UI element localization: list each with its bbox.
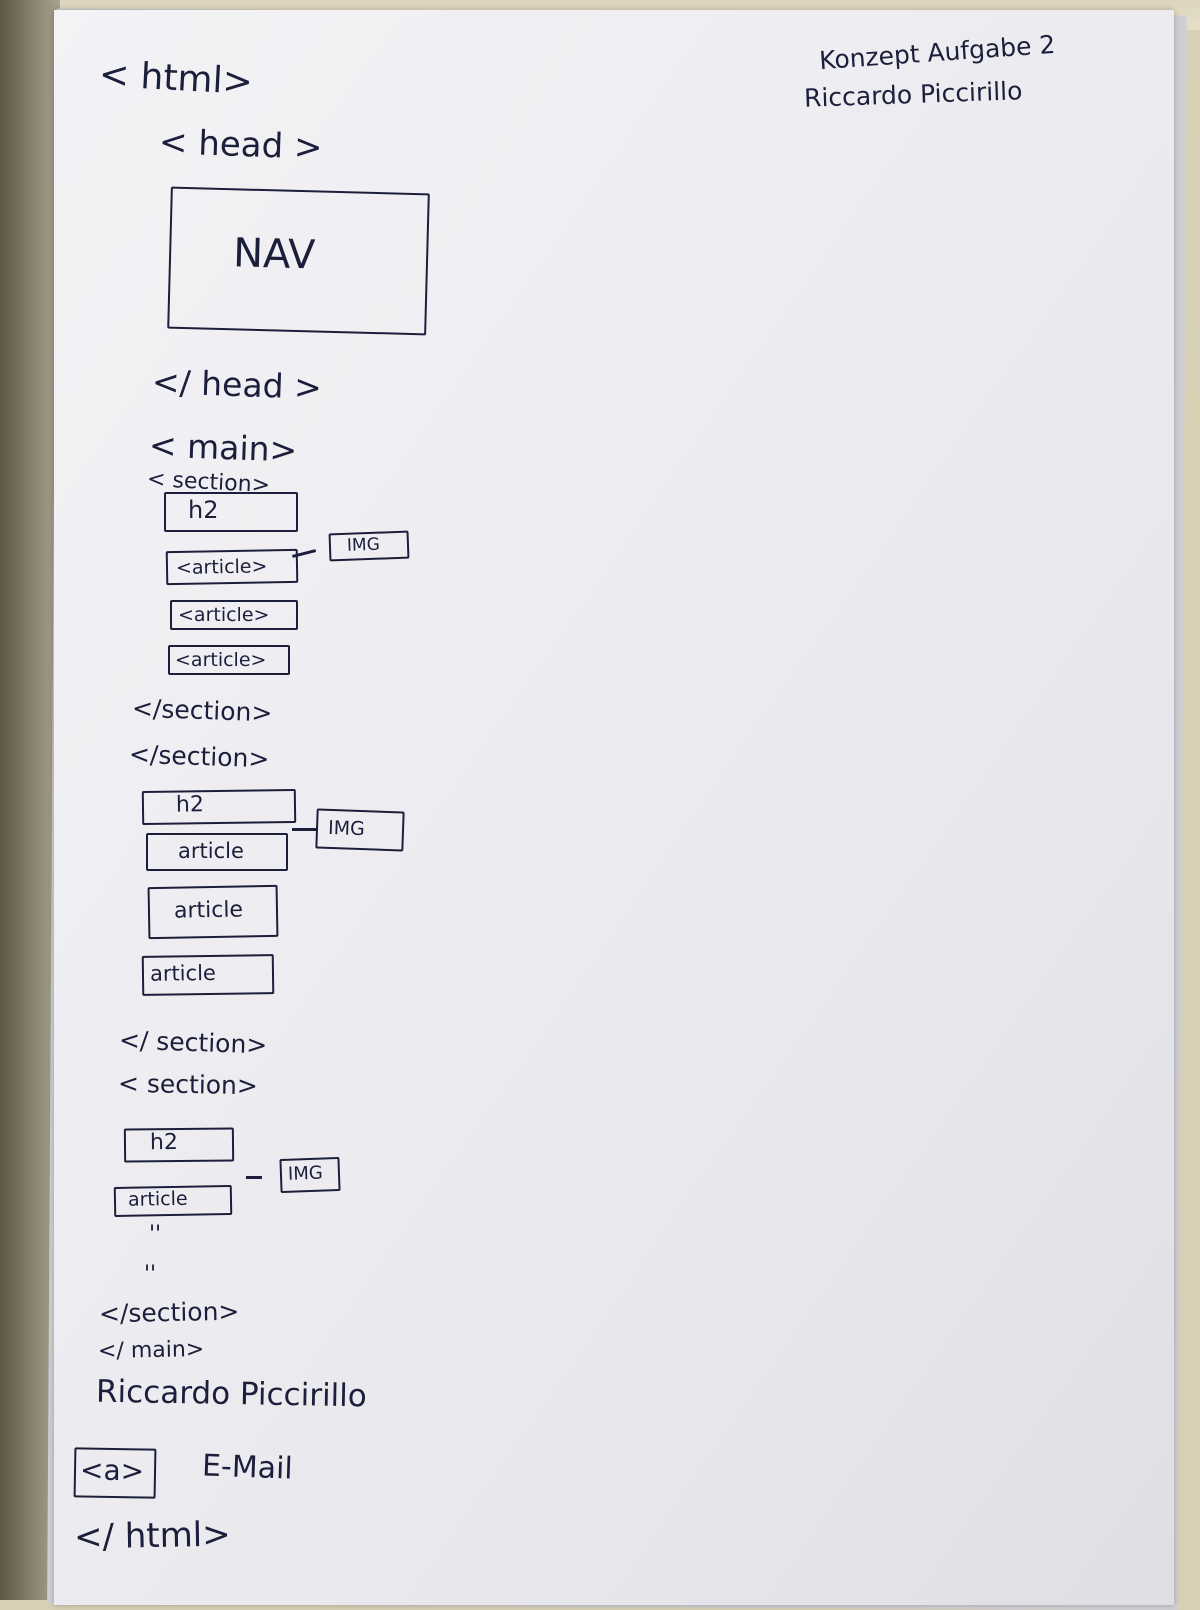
section1-img-box: IMG <box>328 530 410 562</box>
main-close-tag: </ main> <box>97 1337 205 1364</box>
section1-article2-box: <article> <box>170 600 298 630</box>
section1-article2-label: <article> <box>178 604 270 626</box>
section1-article1-box: <article> <box>165 548 299 586</box>
html-open-tag: < html> <box>98 54 254 103</box>
section2-h2-box: h2 <box>141 788 297 826</box>
paper-sheet: Konzept Aufgabe 2 Riccardo Piccirillo < … <box>54 10 1174 1605</box>
anchor-email-label: E-Mail <box>201 1448 294 1487</box>
section3-h2-label: h2 <box>149 1130 179 1156</box>
section2-article1-label: article <box>178 839 244 863</box>
section3-open-tag: < section> <box>117 1068 259 1101</box>
footer-name: Riccardo Piccirillo <box>95 1373 368 1415</box>
section3-connector <box>246 1176 262 1179</box>
nav-label: NAV <box>232 230 316 279</box>
anchor-tag-label: <a> <box>79 1453 145 1488</box>
section2-article2-box: article <box>147 884 279 940</box>
section1-article3-label: <article> <box>175 649 267 671</box>
section2-article3-label: article <box>149 960 217 986</box>
section2-article2-label: article <box>173 897 244 924</box>
section3-article-box: article <box>113 1184 233 1218</box>
section2-article1-box: article <box>146 833 288 871</box>
header-title: Konzept Aufgabe 2 <box>818 29 1057 76</box>
section3-article-label: article <box>127 1187 188 1211</box>
main-open-tag: < main> <box>148 425 298 470</box>
nav-box: NAV <box>167 186 430 336</box>
ditto-mark-1: '' <box>149 1222 162 1247</box>
section2-img-label: IMG <box>327 816 366 841</box>
ditto-mark-2: '' <box>144 1262 157 1287</box>
section2-img-box: IMG <box>315 808 405 852</box>
section3-h2-box: h2 <box>123 1127 235 1163</box>
section1-h2-label: h2 <box>188 496 219 524</box>
section2-article3-box: article <box>141 954 275 996</box>
section1-article1-label: <article> <box>175 555 268 579</box>
header-author: Riccardo Piccirillo <box>803 76 1023 113</box>
section3-close-tag: </section> <box>98 1296 240 1329</box>
section3-img-box: IMG <box>279 1156 341 1194</box>
head-open-tag: < head > <box>158 122 324 168</box>
section2-connector <box>292 828 316 831</box>
section2-open-tag: </section> <box>128 739 270 774</box>
head-close-tag: </ head > <box>151 362 323 407</box>
section2-close-tag: </ section> <box>118 1025 268 1060</box>
html-close-tag: </ html> <box>73 1514 232 1558</box>
section1-article3-box: <article> <box>168 645 290 675</box>
section1-close-tag: </section> <box>131 693 273 728</box>
anchor-tag-box: <a> <box>73 1447 157 1499</box>
section1-h2-box: h2 <box>164 492 298 532</box>
section2-h2-label: h2 <box>175 792 205 818</box>
section1-img-label: IMG <box>346 534 381 556</box>
section3-img-label: IMG <box>287 1162 324 1185</box>
